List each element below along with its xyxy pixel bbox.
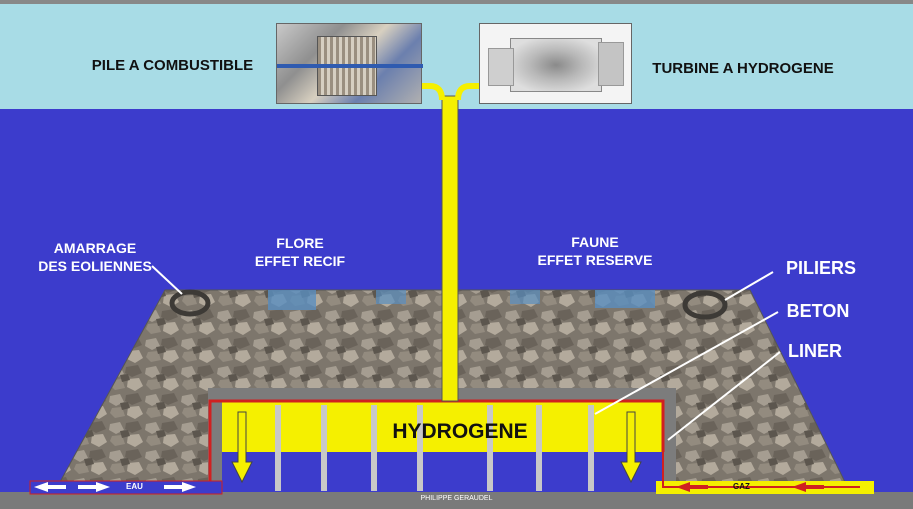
author-credit: PHILIPPE GERAUDEL bbox=[420, 495, 493, 502]
fauna-label: FAUNE EFFET RESERVE bbox=[515, 234, 675, 269]
flora-patch bbox=[268, 290, 316, 310]
water-outlet-channel bbox=[29, 480, 223, 495]
fauna-label-line1: FAUNE bbox=[571, 234, 619, 250]
fuel-cell-label: PILE A COMBUSTIBLE bbox=[91, 57, 254, 74]
liner bbox=[208, 399, 665, 482]
gas-arrows bbox=[676, 482, 824, 492]
mooring-label-line2: DES EOLIENNES bbox=[38, 257, 152, 274]
gas-label: GAZ bbox=[733, 482, 750, 491]
liner-label: LINER bbox=[788, 341, 842, 361]
fuel-cell-photo bbox=[276, 23, 423, 104]
flora-patch bbox=[376, 290, 406, 304]
sky-band bbox=[0, 0, 913, 109]
pipe-to-turbine bbox=[455, 83, 482, 101]
flora-label-line1: FLORE bbox=[276, 235, 324, 251]
pillars-label: PILIERS bbox=[785, 258, 856, 278]
flora-label: FLORE EFFET RECIF bbox=[225, 235, 375, 270]
fauna-patch bbox=[595, 290, 655, 308]
fauna-patch bbox=[510, 290, 540, 304]
turbine-label: TURBINE A HYDROGENE bbox=[652, 60, 834, 77]
concrete-label: BETON bbox=[786, 301, 850, 321]
mooring-ring-left bbox=[169, 289, 211, 317]
pillars bbox=[275, 405, 594, 491]
water-arrows bbox=[34, 482, 196, 492]
hydrogen-label: HYDROGENE bbox=[392, 420, 528, 443]
mooring-ring-right bbox=[682, 290, 728, 320]
ground-strip bbox=[0, 492, 913, 509]
fauna-label-line2: EFFET RESERVE bbox=[537, 251, 653, 268]
hydrogen-riser-pipe bbox=[441, 95, 459, 402]
water-label: EAU bbox=[126, 482, 143, 491]
down-arrow-left bbox=[231, 411, 253, 484]
turbine-photo bbox=[479, 23, 632, 104]
down-arrow-right bbox=[620, 411, 642, 484]
pipe-to-fuel-cell bbox=[416, 83, 445, 101]
flora-label-line2: EFFET RECIF bbox=[254, 252, 346, 269]
leader-lines bbox=[151, 265, 781, 441]
mooring-label-line1: AMARRAGE bbox=[53, 240, 137, 256]
mooring-label: AMARRAGE DES EOLIENNES bbox=[30, 240, 160, 275]
